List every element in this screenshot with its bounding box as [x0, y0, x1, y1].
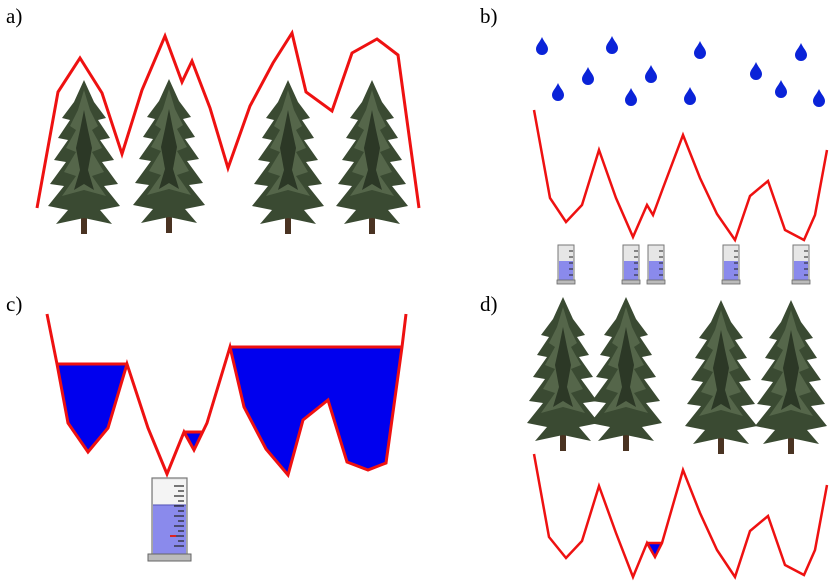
raindrop-icon	[684, 87, 696, 105]
panel-b-terrain-line	[532, 109, 829, 243]
tree-icon	[252, 80, 324, 234]
raindrop-icon	[645, 65, 657, 83]
tree-icon	[685, 300, 757, 454]
tree-icon	[590, 297, 662, 451]
panel-c-label: c)	[6, 292, 23, 316]
panel-d-label: d)	[480, 292, 498, 316]
panel-a-terrain-line	[35, 29, 421, 209]
tree-icon	[527, 297, 599, 451]
panel-a-label: a)	[6, 4, 23, 28]
raindrop-icon	[694, 41, 706, 59]
raindrop-icon	[582, 67, 594, 85]
panel-b-label: b)	[480, 4, 498, 28]
panel-c-terrain-line	[45, 313, 408, 479]
graduated-cylinder-icon	[621, 244, 641, 285]
tree-icon	[755, 300, 827, 454]
tree-icon	[336, 80, 408, 234]
graduated-cylinder-icon	[791, 244, 811, 285]
graduated-cylinder-icon	[646, 244, 666, 285]
raindrop-icon	[552, 83, 564, 101]
panel-d-water-pool	[647, 543, 662, 557]
graduated-cylinder-icon	[556, 244, 576, 285]
tree-icon	[48, 80, 120, 234]
raindrop-icon	[750, 62, 762, 80]
graduated-cylinder-icon	[721, 244, 741, 285]
panel-d-terrain-line	[532, 453, 829, 581]
raindrop-icon	[536, 37, 548, 55]
raindrop-icon	[606, 36, 618, 54]
raindrop-icon	[775, 80, 787, 98]
raindrop-icon	[795, 43, 807, 61]
panel-c-water-pools	[57, 347, 402, 475]
tree-icon	[133, 79, 205, 233]
raindrop-icon	[625, 88, 637, 106]
graduated-cylinder-icon	[147, 477, 192, 562]
raindrop-icon	[813, 89, 825, 107]
